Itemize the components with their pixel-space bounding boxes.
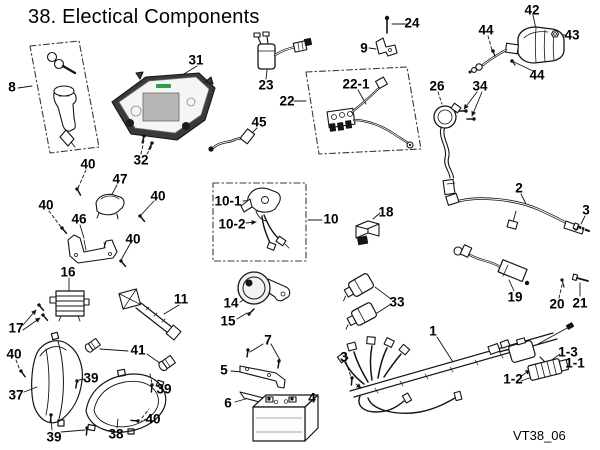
tail-light-drawing <box>468 26 565 74</box>
leader-lines-solid <box>17 14 586 433</box>
bulbs-41-drawing <box>84 337 176 372</box>
screw-20-drawing <box>560 278 565 288</box>
page-title: 38. Electical Components <box>28 6 260 28</box>
leader-lines-dashed <box>15 35 563 422</box>
bracket-47-drawing <box>73 185 147 224</box>
sensor-19-drawing <box>453 244 530 286</box>
pickup-sensor-drawing <box>433 102 477 196</box>
bolt-3-drawing <box>572 222 590 232</box>
sensor-wire-45 <box>208 128 256 152</box>
fuse-box-drawing <box>527 358 570 381</box>
bolt-24-drawing <box>384 15 390 34</box>
battery-group-drawing <box>239 347 319 442</box>
spark-plug-wire-drawing <box>305 66 422 155</box>
relays-33-drawing <box>343 273 378 330</box>
headlight-37-drawing <box>31 331 83 427</box>
screws-44 <box>491 49 516 66</box>
bolt-21-drawing <box>571 273 589 282</box>
stalk-11-drawing <box>118 288 182 341</box>
earth-cable-drawing <box>445 192 585 235</box>
ignition-coil-drawing <box>253 31 313 70</box>
ignition-switch-drawing <box>29 40 100 154</box>
screw-3b-drawing <box>348 375 355 386</box>
bracket-9-drawing <box>375 37 398 57</box>
speedometer-logo <box>156 84 171 88</box>
diagram-code: VT38_06 <box>513 428 566 443</box>
bracket-46-drawing <box>58 224 128 269</box>
nut-43-drawing <box>550 30 560 38</box>
headlight-38-drawing <box>85 368 167 435</box>
handlebar-switch-drawing <box>212 182 307 262</box>
horn-drawing <box>237 271 291 318</box>
rectifier-drawing <box>35 290 90 323</box>
flasher-relay-drawing <box>355 220 380 246</box>
speedometer-drawing <box>111 71 216 141</box>
